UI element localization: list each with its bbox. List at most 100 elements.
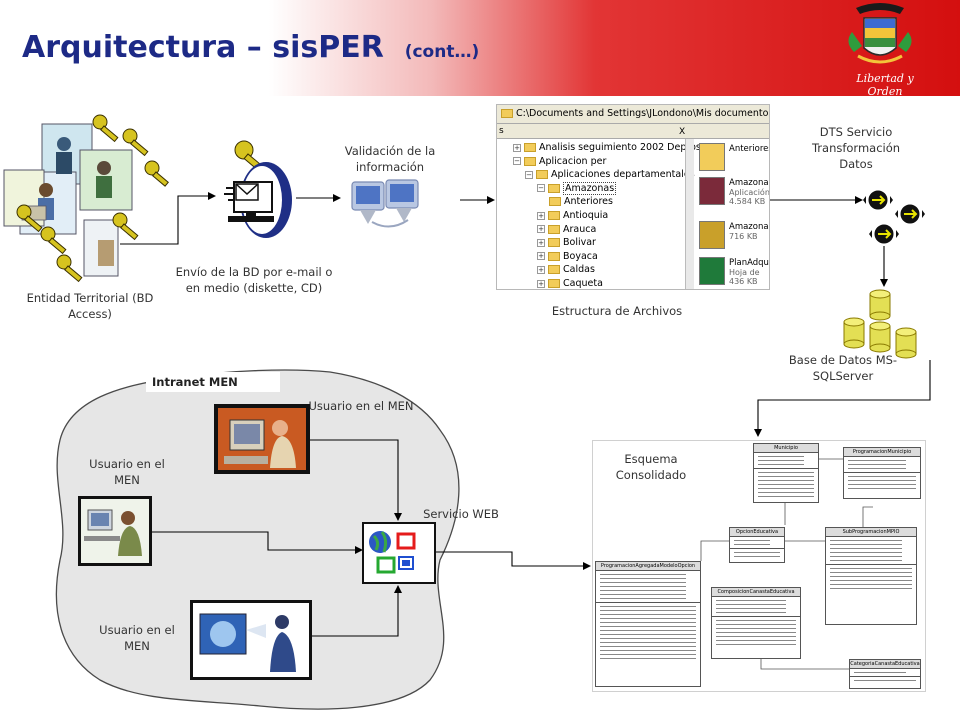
usuario-left-label: Usuario en el MEN [89, 457, 165, 487]
explorer-close-button[interactable]: X [679, 127, 686, 137]
network-computers-icon [351, 179, 419, 228]
header-banner [0, 0, 960, 96]
schema-table-fields [826, 540, 916, 589]
file-explorer-window: C:\Documents and Settings\JLondono\Mis d… [496, 104, 770, 290]
schema-table-fields [712, 600, 800, 645]
tree-item[interactable]: + Caqueta [537, 277, 603, 289]
schema-table-name: ProgramacionMunicipio [844, 448, 920, 457]
schema-table: CategoriaCanastaEducativa [849, 659, 921, 689]
entidad-users-keys-icon [3, 114, 169, 283]
tree-item[interactable]: − Aplicaciones departamentales [525, 168, 695, 182]
schema-table: ProgramacionMunicipio [843, 447, 921, 499]
envio-label: Envío de la BD por e-mail o en medio (di… [175, 265, 333, 295]
schema-table: Municipio [753, 443, 819, 503]
expand-toggle-icon[interactable]: + [513, 143, 521, 152]
arrow-userbottom-web [312, 585, 402, 637]
folder-icon [548, 238, 560, 248]
file-detail: 436 KB [729, 277, 758, 286]
tree-item-label: Aplicacion per [539, 155, 607, 167]
access-file-icon[interactable] [699, 177, 725, 205]
tree-item-label: Caldas [563, 264, 595, 276]
schema-table-fields [596, 574, 700, 659]
schema-table-name: ComposicionCanastaEducativa [712, 588, 800, 597]
schema-table: ComposicionCanastaEducativa [711, 587, 801, 659]
file-name: Amazona [729, 222, 769, 232]
estructura-label: Estructura de Archivos [551, 304, 683, 318]
schema-table-name: OpcionEducativa [730, 528, 784, 537]
tree-item-label: Bolivar [563, 237, 596, 249]
arrow-entidad-envio [120, 192, 216, 245]
folder-icon [548, 224, 560, 234]
expand-toggle-icon[interactable]: + [537, 225, 545, 234]
tree-item-label: Antioquia [563, 210, 609, 221]
explorer-menu-fragment: s [499, 126, 504, 136]
brand-motto: Libertad y Orden [856, 72, 914, 98]
folder-icon [524, 143, 536, 152]
file-detail: Hoja de [729, 268, 760, 277]
explorer-address-bar[interactable]: C:\Documents and Settings\JLondono\Mis d… [497, 105, 769, 124]
folder-icon [548, 251, 560, 261]
expand-toggle-icon[interactable]: + [537, 252, 545, 261]
tree-item[interactable]: − Amazonas [537, 181, 617, 196]
file-name: PlanAdqu [729, 258, 769, 268]
schema-table-name: SubProgramacionMPIO [826, 528, 916, 537]
folder-tree: +Analisis seguimiento 2002 Deptos−Aplica… [497, 139, 701, 289]
expand-toggle-icon[interactable]: − [537, 184, 545, 193]
tree-item[interactable]: + Caldas [537, 263, 595, 277]
tree-item-label: Boyaca [563, 250, 598, 262]
tree-item-label: Amazonas [563, 181, 617, 195]
tree-item[interactable]: + Bolivar [537, 236, 596, 250]
user-presentation-icon [190, 600, 312, 680]
schema-table: SubProgramacionMPIO [825, 527, 917, 625]
file-detail: 716 KB [729, 232, 758, 241]
email-key-icon [224, 140, 292, 238]
archive-file-icon[interactable] [699, 221, 725, 249]
folder-icon [548, 183, 560, 193]
explorer-address-text: C:\Documents and Settings\JLondono\Mis d… [516, 108, 769, 119]
arrow-web-schema [436, 551, 591, 570]
tree-item-label: Aplicaciones departamentales [551, 169, 695, 181]
expand-toggle-icon[interactable]: − [513, 157, 521, 166]
folder-icon [548, 211, 560, 220]
expand-toggle-icon[interactable]: + [537, 211, 545, 220]
page-title: Arquitectura – sisPER (cont…) [22, 30, 479, 65]
expand-toggle-icon[interactable]: − [525, 170, 533, 179]
tree-item[interactable]: Anteriores [549, 195, 613, 209]
tree-item-label: Caqueta [563, 278, 603, 289]
intranet-cloud [55, 369, 460, 710]
tree-item[interactable]: − Aplicacion per [513, 155, 606, 169]
tree-item[interactable]: + Boyaca [537, 250, 598, 264]
schema-table: OpcionEducativa [729, 527, 785, 563]
tree-item[interactable]: + Antioquia [537, 209, 608, 223]
schema-table-fields [730, 540, 784, 557]
folder-icon [501, 109, 513, 118]
schema-table: ProgramacionAgregadaModeloOpcion [595, 561, 701, 687]
usuario-top-label: Usuario en el MEN [308, 399, 414, 413]
transform-arrows-icon [863, 190, 925, 244]
tree-scrollbar[interactable] [685, 139, 694, 289]
title-main: Arquitectura – sisPER [22, 30, 384, 65]
esquema-label: Esquema Consolidado [615, 452, 687, 482]
arrow-base-schema [754, 360, 931, 437]
web-service-icon [362, 522, 436, 584]
expand-toggle-icon[interactable]: + [537, 279, 545, 288]
servicio-web-label: Servicio WEB [423, 507, 499, 521]
schema-table-fields [754, 456, 818, 497]
folder-file-icon[interactable] [699, 143, 725, 171]
intranet-label: Intranet MEN [146, 372, 280, 392]
schema-table-name: ProgramacionAgregadaModeloOpcion [596, 562, 700, 571]
dts-label: DTS Servicio Transformación Datos [811, 125, 901, 171]
user-at-desk-icon [78, 496, 152, 566]
expand-toggle-icon[interactable]: + [537, 238, 545, 247]
tree-item[interactable]: +Analisis seguimiento 2002 Deptos [513, 141, 701, 155]
excel-file-icon[interactable] [699, 257, 725, 285]
title-suffix: (cont…) [404, 42, 480, 62]
tree-item[interactable]: + Arauca [537, 223, 596, 237]
folder-icon [548, 265, 560, 275]
schema-table-fields [850, 672, 920, 681]
tree-item-label: Arauca [563, 223, 597, 235]
expand-toggle-icon[interactable]: + [537, 265, 545, 274]
